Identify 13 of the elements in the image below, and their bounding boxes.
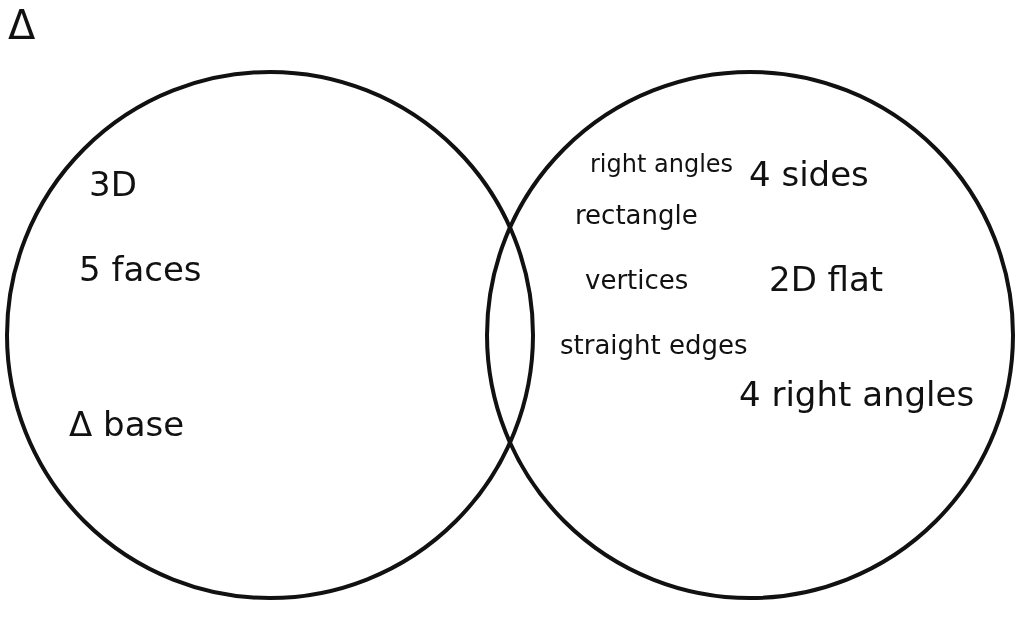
handwritten-text: right angles xyxy=(590,150,734,178)
handwritten-text: straight edges xyxy=(560,330,748,360)
triangle-symbol: Δ xyxy=(8,2,36,48)
handwritten-text: 3D xyxy=(89,164,137,204)
handwritten-text: Δ base xyxy=(69,404,185,444)
venn-circle xyxy=(5,70,535,600)
venn-circle xyxy=(485,70,1015,600)
handwritten-text: 4 sides xyxy=(749,154,869,194)
handwritten-text: 4 right angles xyxy=(739,374,975,414)
handwritten-text: rectangle xyxy=(575,200,698,230)
handwritten-text: 2D flat xyxy=(769,259,884,299)
handwritten-text: 5 faces xyxy=(79,249,202,289)
handwritten-text: vertices xyxy=(585,265,689,295)
